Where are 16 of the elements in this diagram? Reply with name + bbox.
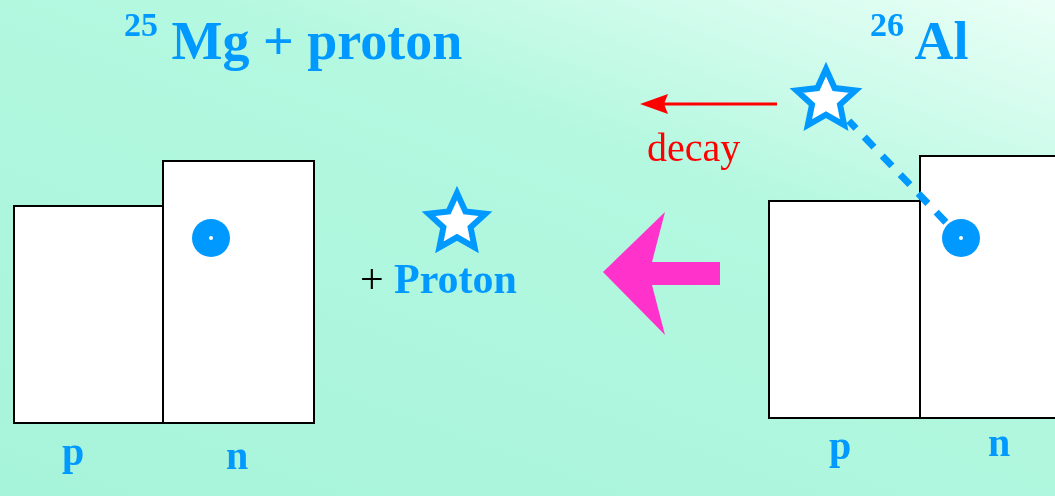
nucleon-label: n [226,436,249,476]
nucleon-label: p [829,426,852,466]
plus-sign: + [360,258,384,300]
nucleon-box [919,155,1055,419]
star-icon [789,62,863,132]
dashed-connector [846,118,949,225]
nucleon-label: n [988,423,1011,463]
particle-dot [942,219,980,257]
particle-label: Proton [394,258,517,300]
arrow-label: decay [647,128,741,168]
heading: $^{26}$ Al [870,14,969,68]
particle-dot [192,219,230,257]
nucleon-box [768,200,922,419]
nucleon-box [13,205,164,424]
nucleon-label: p [62,432,85,472]
nucleon-box [162,160,315,424]
